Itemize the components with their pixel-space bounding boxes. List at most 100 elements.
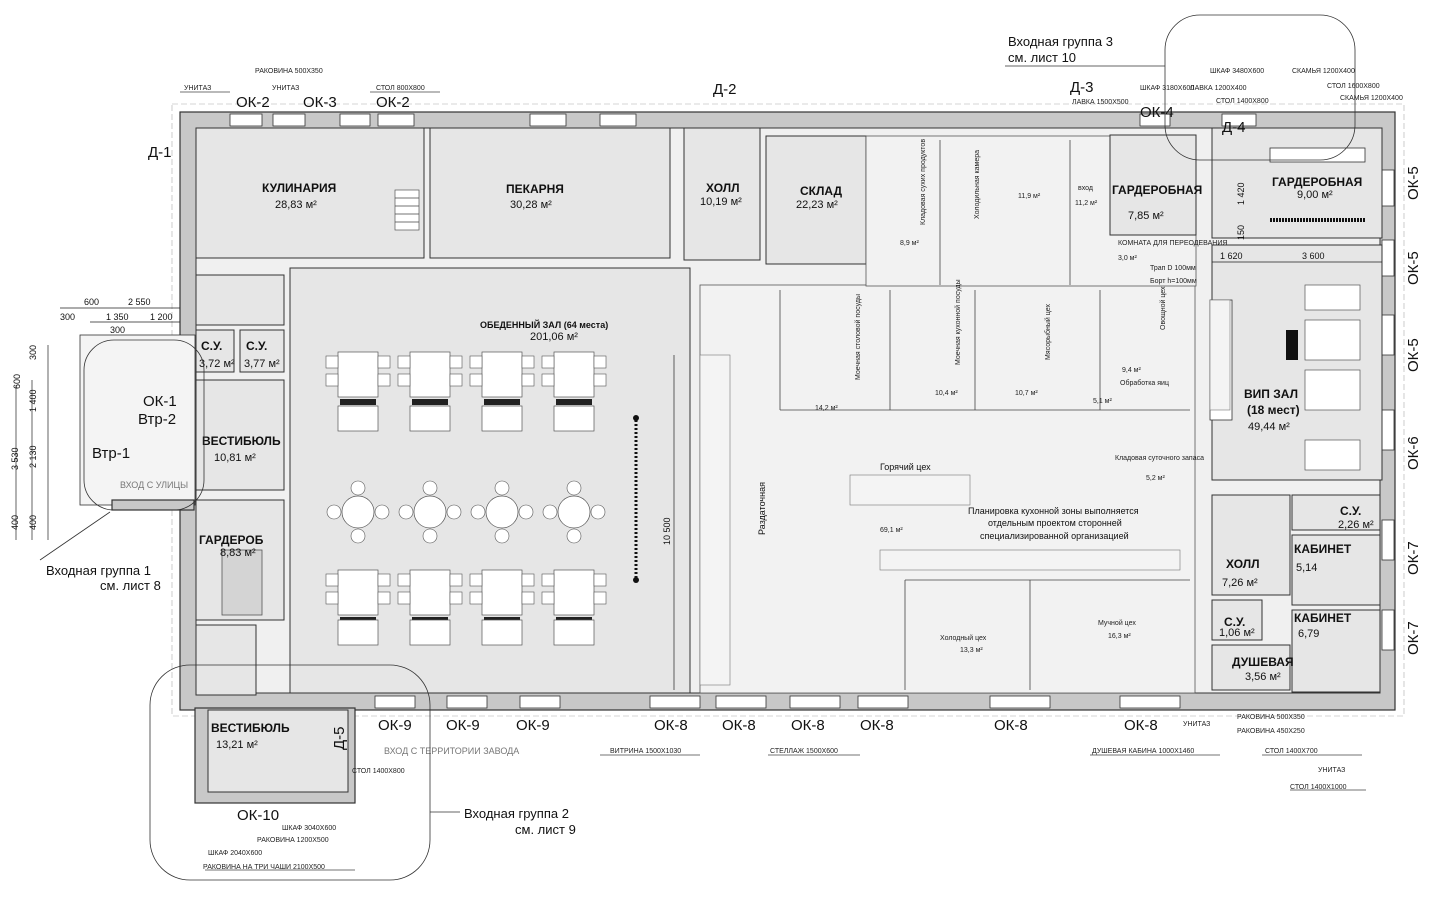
- chair: [521, 573, 535, 587]
- dimensions: 600 2 550 300 1 350 1 200 300 300 600 1 …: [10, 182, 1382, 690]
- garderob-rack: [221, 549, 263, 616]
- entrance-1-wall: [111, 499, 195, 511]
- kitchen-flour-area: 16,3 м²: [1108, 633, 1131, 640]
- planter: [484, 399, 520, 405]
- chair: [374, 504, 390, 520]
- room-holl-top: [683, 127, 761, 261]
- room-su-block: [195, 274, 285, 326]
- chair: [350, 528, 366, 544]
- kitchen-hot-area: 69,1 м²: [880, 527, 903, 534]
- shower-name: ДУШЕВАЯ: [1232, 655, 1294, 669]
- dining-table: [337, 351, 379, 398]
- dining-table: [409, 569, 451, 616]
- garderobnaya-big-name: ГАРДЕРОБНАЯ: [1272, 175, 1362, 189]
- cabinet2-area: 6,79: [1298, 628, 1319, 640]
- room-wash: [195, 624, 257, 696]
- kitchen-flour: Мучной цех: [1098, 619, 1136, 627]
- kitchen-drain: Трап D 100мм: [1150, 265, 1196, 272]
- dining-table: [409, 351, 451, 398]
- chair: [422, 528, 438, 544]
- chair: [470, 504, 486, 520]
- kitchen-entrance: вход: [1078, 185, 1093, 192]
- group2-callout: [149, 664, 431, 881]
- eq-stellazh: СТЕЛЛАЖ 1500Х600: [770, 748, 838, 755]
- room-garderobnaya-small: [1109, 134, 1197, 236]
- dining-table: [409, 405, 451, 432]
- kitchen-note-2: отдельным проектом сторонней: [988, 518, 1122, 528]
- group1-callout: [83, 339, 205, 511]
- eq-unitaz-b2: УНИТАЗ: [1318, 767, 1345, 774]
- dining-table: [481, 405, 523, 432]
- chair: [449, 355, 463, 369]
- entry-factory: ВХОД С ТЕРРИТОРИИ ЗАВОДА: [384, 746, 519, 756]
- kitchen-kitchen-wash-area: 10,4 м²: [935, 390, 958, 397]
- tag-ok1: ОК-1: [143, 393, 177, 410]
- garderob1-name: ГАРДЕРОБ: [199, 533, 264, 547]
- vestibule1-name: ВЕСТИБЮЛЬ: [202, 434, 281, 448]
- tag-ok8f: ОК-8: [1124, 717, 1158, 734]
- dim-left-1: 300: [28, 345, 38, 360]
- chair: [397, 355, 411, 369]
- eq-stol-1600: СТОЛ 1600Х800: [1327, 83, 1380, 90]
- planter: [556, 399, 592, 405]
- group1-leader: [39, 511, 111, 561]
- kitchen-egg-area: 5,1 м²: [1093, 398, 1112, 405]
- room-cabinet2: [1291, 609, 1381, 693]
- room-vestibule2: [207, 709, 349, 793]
- tag-ok8e: ОК-8: [994, 717, 1028, 734]
- chair: [541, 373, 555, 387]
- tag-ok2b: ОК-2: [376, 94, 410, 111]
- room-shower: [1211, 644, 1291, 691]
- vip-sub: (18 мест): [1247, 403, 1300, 417]
- kitchen-table-wash-area: 14,2 м²: [815, 405, 838, 412]
- room-pekarnya: [429, 127, 671, 259]
- dim-left-2: 600: [12, 374, 22, 389]
- garderob-bench: [1269, 147, 1366, 163]
- eq-shkaf-3040: ШКАФ 3040Х600: [282, 825, 336, 832]
- dim-top-4: 1 350: [106, 312, 129, 322]
- eq-rakovina-500: РАКОВИНА 500Х350: [255, 68, 323, 75]
- screen-end-bottom: [633, 577, 639, 583]
- eq-stol-1400-1000: СТОЛ 1400Х1000: [1290, 784, 1347, 791]
- chair: [566, 528, 582, 544]
- tag-ok8c: ОК-8: [791, 717, 825, 734]
- room-su1: [195, 329, 235, 373]
- round-table: [413, 495, 447, 529]
- eq-vitrina: ВИТРИНА 1500Х1030: [610, 748, 681, 755]
- chair: [446, 504, 462, 520]
- round-table: [341, 495, 375, 529]
- round-table: [557, 495, 591, 529]
- chair: [377, 573, 391, 587]
- dim-grd-150: 150: [1236, 225, 1246, 240]
- vestibule2-area: 13,21 м²: [216, 739, 258, 751]
- chair: [521, 373, 535, 387]
- kitchen-cold: Холодный цех: [940, 634, 987, 642]
- kitchen-daily-store-area: 5,2 м²: [1146, 475, 1165, 482]
- tag-ok9c: ОК-9: [516, 717, 550, 734]
- vip-name: ВИП ЗАЛ: [1244, 387, 1298, 401]
- dining-name: ОБЕДЕННЫЙ ЗАЛ (64 места): [480, 319, 608, 330]
- dim-hall-10500: 10 500: [662, 517, 672, 545]
- entry-street: ВХОД С УЛИЦЫ: [120, 480, 188, 490]
- cabinet1-area: 5,14: [1296, 562, 1317, 574]
- entry-labels: ВХОД С УЛИЦЫ ВХОД С ТЕРРИТОРИИ ЗАВОДА Вх…: [39, 14, 1356, 881]
- chair: [590, 504, 606, 520]
- tag-ok6: ОК-6: [1405, 436, 1422, 470]
- dining-table: [481, 619, 523, 646]
- eq-skamya-1200b: СКАМЬЯ 1200Х400: [1340, 95, 1403, 102]
- tag-ok8b: ОК-8: [722, 717, 756, 734]
- su2-name: С.У.: [246, 339, 267, 353]
- top-windows: [229, 113, 1257, 127]
- room-kulinaria: [195, 127, 425, 259]
- group3-line2: см. лист 10: [1008, 50, 1076, 65]
- chair: [325, 355, 339, 369]
- kitchen-note-3: специализированной организацией: [980, 531, 1129, 541]
- sklad-area: 22,23 м²: [796, 199, 838, 211]
- group1-line2: см. лист 8: [100, 578, 161, 593]
- chair: [593, 591, 607, 605]
- eq-skamya-1200: СКАМЬЯ 1200Х400: [1292, 68, 1355, 75]
- eq-shkaf-3180: ШКАФ 3180Х600: [1140, 85, 1194, 92]
- tag-ok10: ОК-10: [237, 807, 279, 824]
- kitchen-zone: [699, 284, 1196, 694]
- chair: [397, 373, 411, 387]
